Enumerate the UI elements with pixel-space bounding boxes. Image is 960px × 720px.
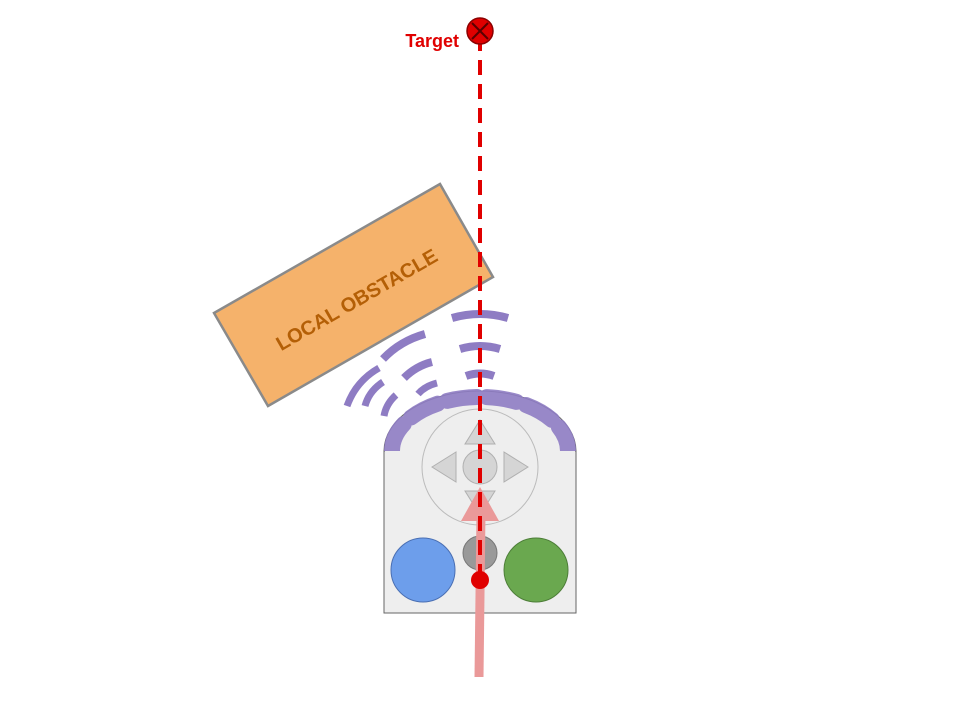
right-wheel [503, 537, 569, 603]
arrow-left-icon [431, 451, 457, 483]
local-obstacle: LOCAL OBSTACLE [212, 182, 495, 408]
target-label: Target [405, 31, 459, 51]
signal-arc-left-inner [380, 392, 399, 417]
robot-position-dot [471, 571, 489, 589]
signal-arc-left-mid [361, 379, 385, 408]
arrow-right-icon [503, 451, 529, 483]
signal-arc-upper-inner [415, 379, 438, 397]
signal-arc-upper-mid [401, 358, 434, 381]
signal-arc-upper-outer [380, 330, 427, 362]
signal-arc-center-mid [458, 342, 502, 353]
left-wheel [390, 537, 456, 603]
target: Target [405, 17, 494, 51]
signal-arc-left-outer [343, 364, 381, 408]
